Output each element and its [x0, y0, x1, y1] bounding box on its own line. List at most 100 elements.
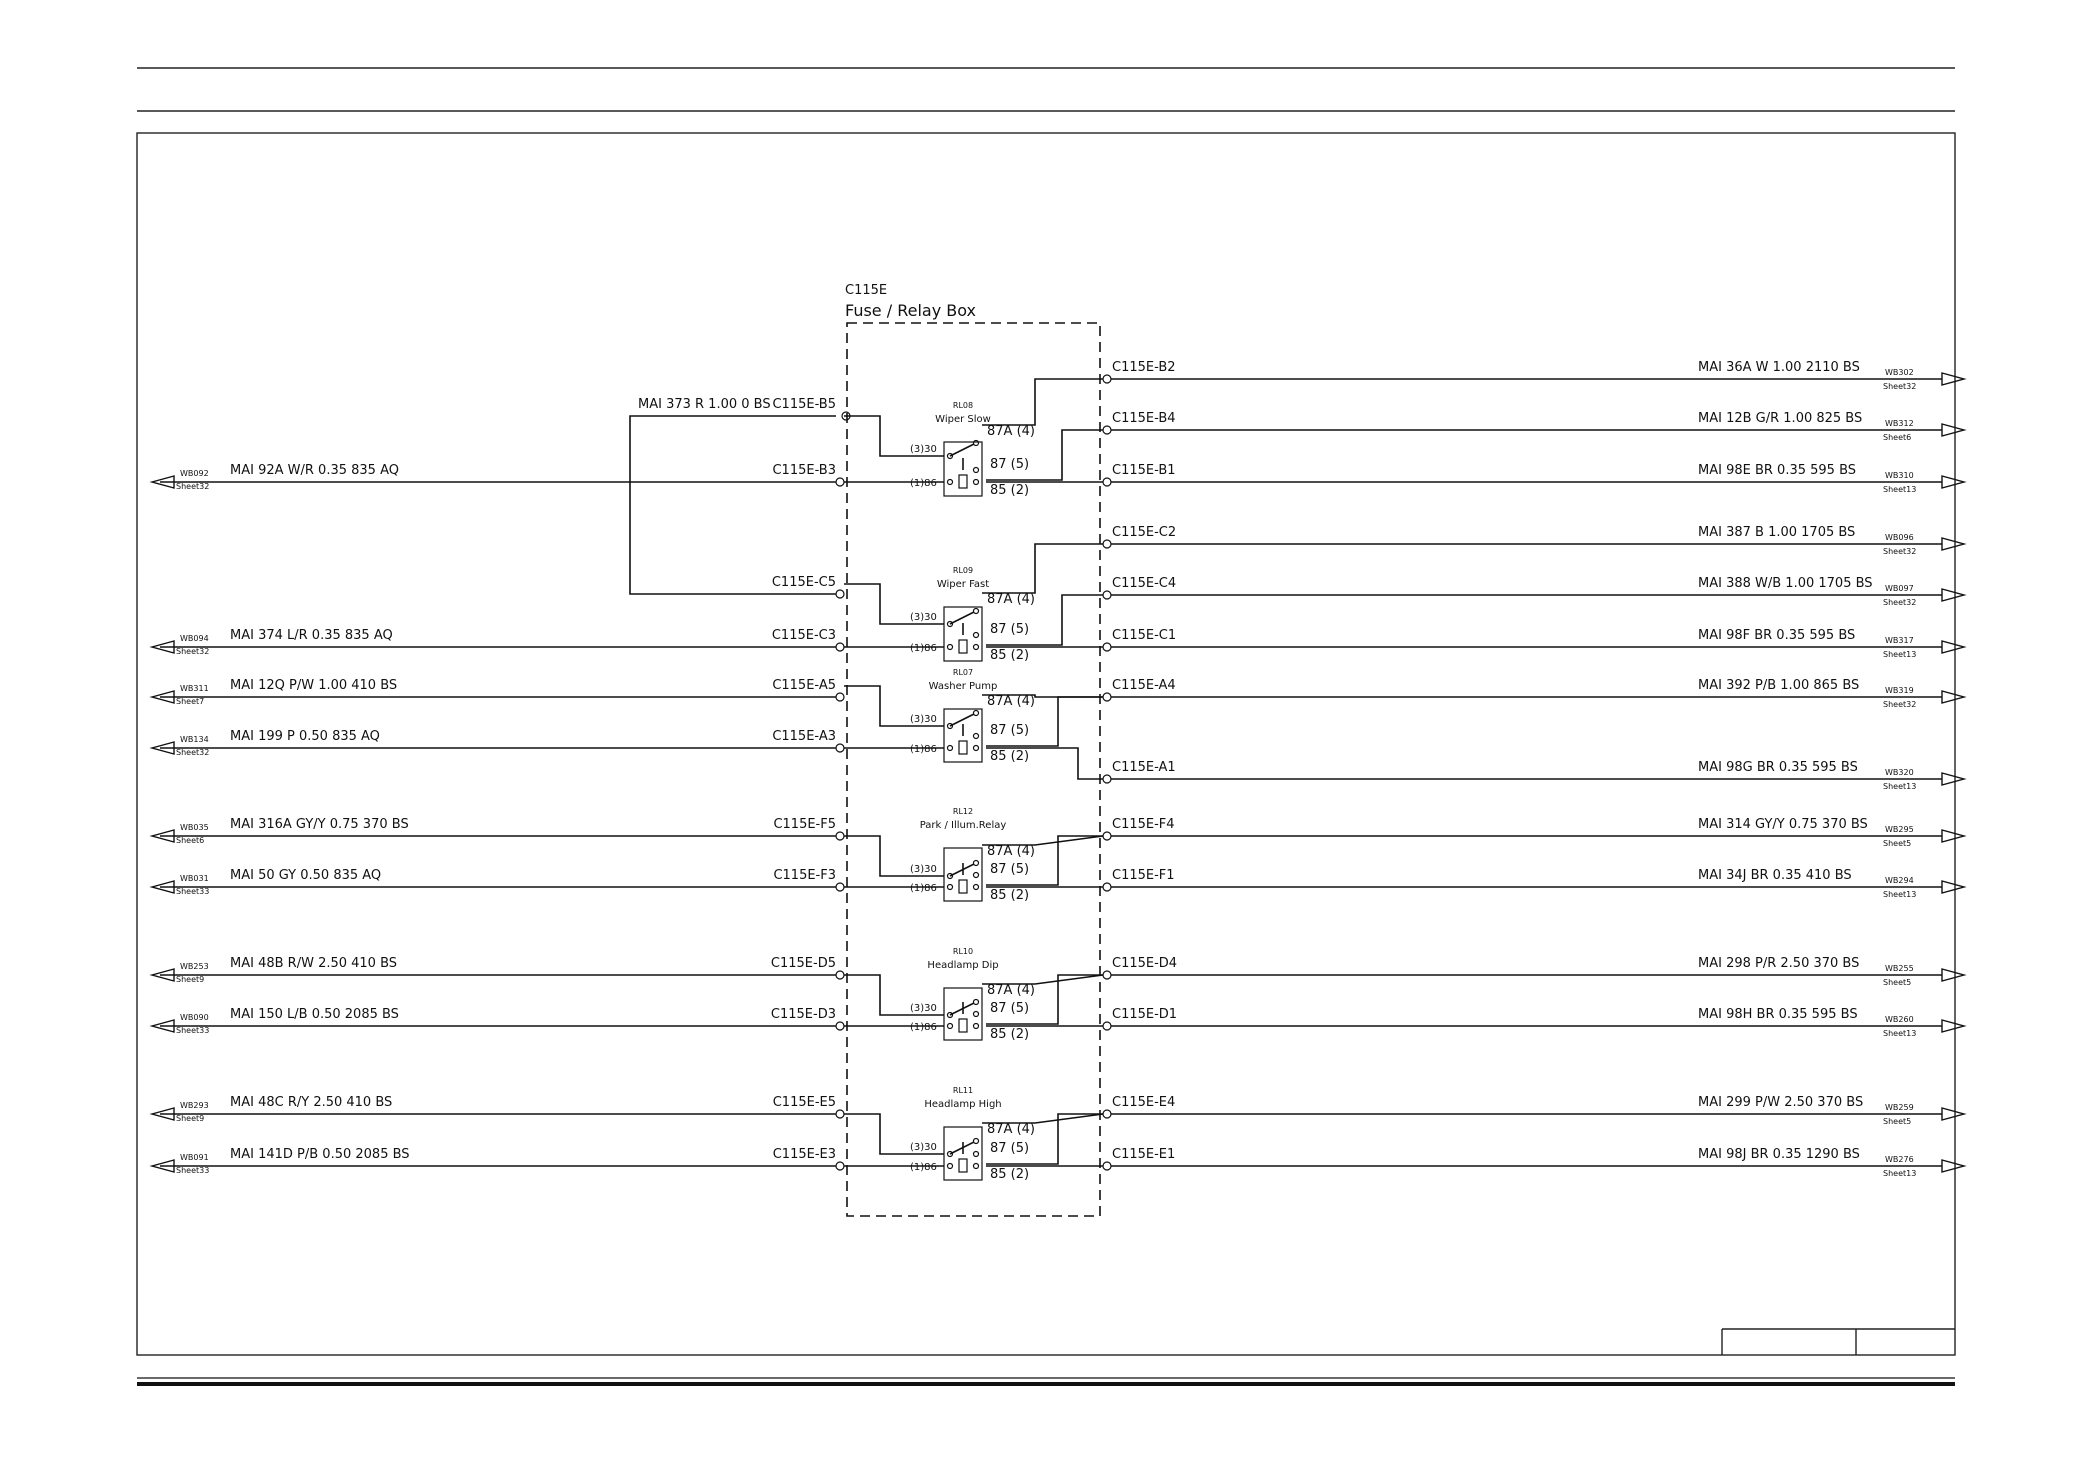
pin-86-label: (1)86	[910, 478, 937, 489]
left-arrow-icon	[149, 968, 175, 982]
pin-terminal	[1102, 1109, 1112, 1119]
wb-ref: WB096	[1885, 533, 1914, 542]
wire-label: MAI 373 R 1.00 0 BS	[638, 397, 771, 412]
wb-ref: WB255	[1885, 964, 1914, 973]
wire-label: MAI 199 P 0.50 835 AQ	[230, 729, 380, 744]
wire-label: MAI 12B G/R 1.00 825 BS	[1698, 411, 1862, 426]
pin-87a-label: 87A (4)	[987, 1122, 1035, 1137]
wire-label: MAI 98H BR 0.35 595 BS	[1698, 1007, 1858, 1022]
relay-body	[943, 847, 983, 902]
sheet-ref: Sheet7	[176, 697, 204, 706]
wire-label: MAI 98E BR 0.35 595 BS	[1698, 463, 1856, 478]
sheet-ref: Sheet13	[1883, 782, 1916, 791]
right-arrow-icon	[1941, 423, 1967, 437]
pin-label: C115E-E5	[773, 1095, 836, 1110]
pin-85-label: 85 (2)	[990, 1167, 1029, 1182]
relay-87a-wire	[982, 974, 1104, 985]
pin-87-label: 87 (5)	[990, 862, 1029, 877]
relay-contact	[946, 620, 954, 628]
pin-terminal	[1102, 692, 1112, 702]
pin-label: C115E-C2	[1112, 525, 1176, 540]
relay-30-wire	[844, 415, 944, 457]
pin-label: C115E-D1	[1112, 1007, 1177, 1022]
pin-87-label: 87 (5)	[990, 1141, 1029, 1156]
right-arrow-icon	[1941, 537, 1967, 551]
relay-contact	[972, 744, 980, 752]
relay-30-wire	[844, 974, 944, 1016]
wire-label: MAI 150 L/B 0.50 2085 BS	[230, 1007, 399, 1022]
relay-name: Park / Illum.Relay	[920, 820, 1007, 831]
pin-label: C115E-E1	[1112, 1147, 1175, 1162]
right-arrow-icon	[1941, 475, 1967, 489]
relay-87-wire	[986, 594, 1103, 646]
sheet-ref: Sheet5	[1883, 839, 1911, 848]
box-title: Fuse / Relay Box	[845, 301, 976, 320]
relay-contact	[972, 732, 980, 740]
relay-87-wire	[986, 696, 1103, 747]
relay-contact	[972, 466, 980, 474]
relay-coil	[958, 1158, 968, 1173]
wb-ref: WB294	[1885, 876, 1914, 885]
pin-terminal	[835, 589, 845, 599]
wb-ref: WB319	[1885, 686, 1914, 695]
relay-30-wire	[844, 685, 944, 727]
wb-ref: WB134	[180, 735, 209, 744]
relay-id: RL07	[953, 668, 973, 677]
pin-87-label: 87 (5)	[990, 1001, 1029, 1016]
pin-label: C115E-B5	[772, 397, 836, 412]
pin-terminal	[1102, 425, 1112, 435]
wire-label: MAI 299 P/W 2.50 370 BS	[1698, 1095, 1863, 1110]
drawing-border	[136, 132, 1956, 1356]
wire-layer	[149, 372, 1967, 1173]
pin-terminal	[835, 743, 845, 753]
sheet-ref: Sheet9	[176, 1114, 204, 1123]
relay-id: RL09	[953, 566, 973, 575]
wire-label: MAI 98F BR 0.35 595 BS	[1698, 628, 1855, 643]
wb-ref: WB320	[1885, 768, 1914, 777]
relay-switch	[949, 611, 975, 625]
sheet-ref: Sheet32	[176, 647, 209, 656]
wb-ref: WB253	[180, 962, 209, 971]
sheet-ref: Sheet33	[176, 887, 209, 896]
relay-contact	[946, 1150, 954, 1158]
pin-terminal	[1102, 374, 1112, 384]
relay-name: Wiper Fast	[937, 579, 989, 590]
sheet-ref: Sheet32	[1883, 547, 1916, 556]
wire-label: MAI 314 GY/Y 0.75 370 BS	[1698, 817, 1868, 832]
pin-label: C115E-F4	[1112, 817, 1175, 832]
sheet-ref: Sheet13	[1883, 890, 1916, 899]
sheet-ref: Sheet13	[1883, 650, 1916, 659]
relay-contact	[972, 1010, 980, 1018]
wb-ref: WB311	[180, 684, 209, 693]
pin-terminal	[1102, 970, 1112, 980]
wire-label: MAI 12Q P/W 1.00 410 BS	[230, 678, 397, 693]
relay-contact	[972, 1162, 980, 1170]
pin-label: C115E-A5	[772, 678, 836, 693]
wire-label: MAI 387 B 1.00 1705 BS	[1698, 525, 1855, 540]
splice-wire	[629, 415, 836, 595]
relay-coil	[958, 740, 968, 755]
relay-name: Washer Pump	[929, 681, 998, 692]
relay-87a-wire	[982, 835, 1104, 846]
wire-label: MAI 92A W/R 0.35 835 AQ	[230, 463, 399, 478]
pin-label: C115E-C1	[1112, 628, 1176, 643]
box-id: C115E	[845, 283, 887, 298]
relay-switch	[949, 1141, 975, 1155]
pin-label: C115E-F1	[1112, 868, 1175, 883]
relay-contact	[946, 478, 954, 486]
left-arrow-icon	[149, 1019, 175, 1033]
relay-85-wire	[986, 747, 1103, 780]
pin-87-label: 87 (5)	[990, 457, 1029, 472]
left-arrow-icon	[149, 880, 175, 894]
relay-contact	[972, 1022, 980, 1030]
pin-85-label: 85 (2)	[990, 888, 1029, 903]
wb-ref: WB259	[1885, 1103, 1914, 1112]
pin-label: C115E-B4	[1112, 411, 1176, 426]
relay-switch	[949, 1002, 975, 1016]
pin-label: C115E-D5	[771, 956, 836, 971]
left-arrow-icon	[149, 1107, 175, 1121]
relay-switch	[949, 713, 975, 727]
pin-label: C115E-D4	[1112, 956, 1177, 971]
pin-terminal	[835, 1109, 845, 1119]
pin-label: C115E-C4	[1112, 576, 1176, 591]
